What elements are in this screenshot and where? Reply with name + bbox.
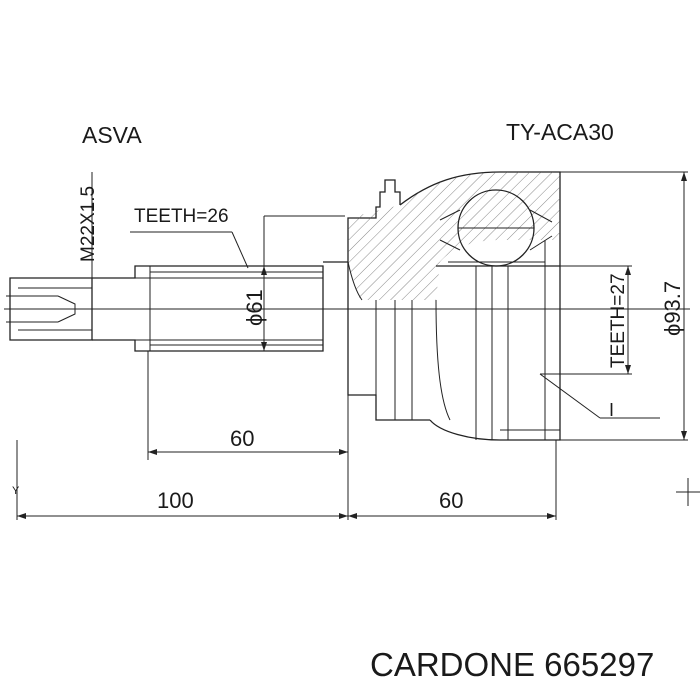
teeth-inner-label: TEETH=27 xyxy=(608,273,629,368)
shaft-length: 60 xyxy=(230,426,254,451)
dimension-lines xyxy=(17,172,700,519)
footer-caption: CARDONE 665297 xyxy=(370,646,654,683)
body-diameter: ϕ93.7 xyxy=(660,281,685,336)
axis-marker: Y xyxy=(12,485,20,506)
teeth-outer-label: TEETH=26 xyxy=(134,206,229,227)
total-length: 100 xyxy=(157,488,194,513)
part-code-label: TY-ACA30 xyxy=(506,119,614,145)
shaft-diameter: ϕ61 xyxy=(242,289,267,326)
thread-dimension: M22X1.5 xyxy=(78,186,99,262)
brand-label: ASVA xyxy=(82,122,142,148)
extension-lines xyxy=(16,171,688,520)
body-length: 60 xyxy=(439,488,463,513)
joint-body xyxy=(323,171,561,441)
section-marker: I xyxy=(609,400,614,420)
svg-text:Y: Y xyxy=(12,485,20,497)
